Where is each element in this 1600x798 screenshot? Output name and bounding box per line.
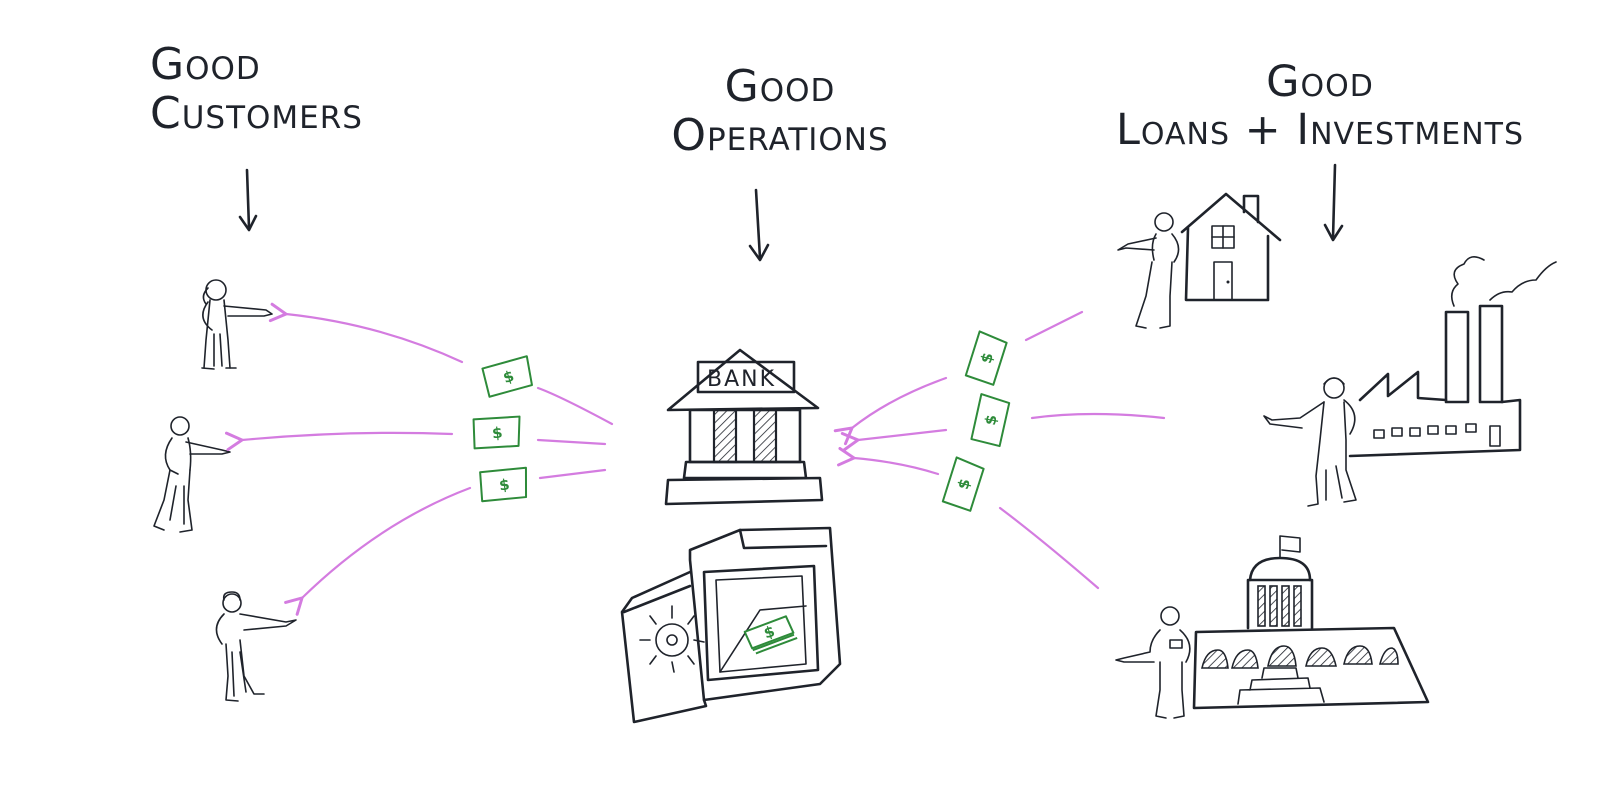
- money-flow-to-customers: [242, 314, 614, 598]
- heading-good-loans-investments: Good Loans + Investments: [1060, 58, 1580, 154]
- heading-customers-line2: Customers: [150, 88, 363, 140]
- money-flow-from-investments: [852, 310, 1166, 590]
- flow-arrow-to-customer-bottom: [302, 468, 607, 598]
- factory-icon: [1348, 256, 1557, 458]
- svg-text:$: $: [981, 413, 1001, 426]
- cash-stack-icon: $: [743, 615, 798, 655]
- customer-figure-bottom: [215, 591, 297, 702]
- vault-dial-icon: [639, 605, 705, 673]
- bank-building-icon: BANK: [664, 348, 824, 506]
- customer-figure-top: [201, 279, 273, 370]
- flow-arrow-to-customer-middle: [242, 433, 607, 444]
- homeowner-figure: [1117, 212, 1180, 329]
- heading-operations-line2: Operations: [671, 110, 889, 162]
- house-icon: [1180, 192, 1282, 302]
- heading-customers-line1: Good: [150, 39, 261, 90]
- arrow-down-customers: [238, 168, 258, 232]
- heading-good-customers: Good Customers: [150, 40, 450, 139]
- cash-note-customer-top: $: [479, 353, 537, 400]
- cash-note-investments-top: $: [964, 329, 1009, 387]
- cash-note-investments-bottom: $: [941, 455, 986, 513]
- svg-text:$: $: [491, 423, 503, 442]
- svg-text:$: $: [977, 351, 997, 366]
- svg-text:$: $: [498, 475, 511, 494]
- flow-arrow-from-government: [854, 458, 1100, 590]
- bank-label: BANK: [707, 367, 776, 392]
- cash-note-investments-middle: $: [970, 392, 1011, 448]
- heading-loans-line2: Loans + Investments: [1115, 105, 1525, 156]
- customer-figure-middle: [153, 416, 231, 533]
- flow-arrow-to-customer-top: [286, 314, 614, 426]
- arrow-down-operations: [748, 188, 770, 262]
- heading-good-operations: Good Operations: [630, 62, 930, 161]
- factory-worker-figure: [1263, 377, 1357, 507]
- heading-loans-line1: Good: [1266, 57, 1374, 107]
- government-building-icon: [1192, 535, 1430, 710]
- cash-note-customer-middle: $: [470, 413, 524, 452]
- svg-text:$: $: [954, 477, 974, 492]
- heading-operations-line1: Good: [724, 61, 836, 112]
- cash-note-customer-bottom: $: [477, 464, 531, 505]
- arrow-down-loans: [1323, 163, 1344, 242]
- flow-arrow-from-factory: [858, 412, 1166, 440]
- official-figure: [1115, 606, 1191, 719]
- vault-safe-icon: $: [620, 526, 842, 724]
